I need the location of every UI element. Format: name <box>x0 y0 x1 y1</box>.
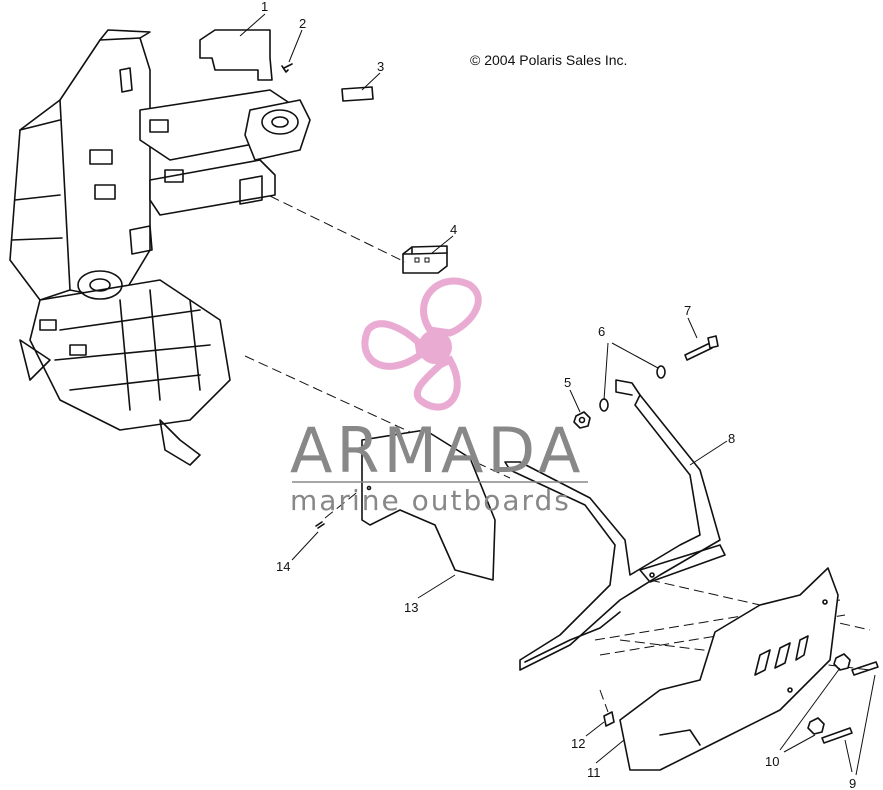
part-10-nuts <box>807 653 851 735</box>
copyright-notice: © 2004 Polaris Sales Inc. <box>470 52 627 68</box>
watermark-tagline: marine outboards <box>290 484 571 517</box>
vehicle-frame <box>9 29 311 466</box>
part-8-bumper <box>504 379 726 671</box>
part-4-block <box>402 245 448 274</box>
part-11-skid-plate <box>619 567 839 771</box>
callout-1: 1 <box>261 0 268 14</box>
callout-10: 10 <box>765 754 779 769</box>
callout-5: 5 <box>564 375 571 390</box>
part-7-bolt <box>684 335 719 361</box>
callout-4: 4 <box>450 222 457 237</box>
leader-lines <box>239 13 876 776</box>
callout-2: 2 <box>299 16 306 31</box>
part-13-flap <box>361 429 496 581</box>
assembly-line-e <box>599 689 609 713</box>
watermark-brand: ARMADA <box>290 414 584 487</box>
assembly-line-a <box>269 195 406 263</box>
assembly-line-f <box>324 489 361 519</box>
watermark-propeller-icon <box>361 277 482 411</box>
part-12-screw <box>603 711 615 727</box>
callout-6: 6 <box>598 324 605 339</box>
callout-9: 9 <box>849 776 856 790</box>
part-1-bracket <box>199 29 273 81</box>
part-5-nut <box>573 411 591 429</box>
callout-8: 8 <box>728 431 735 446</box>
callout-12: 12 <box>571 736 585 751</box>
callout-3: 3 <box>377 59 384 74</box>
part-9-bolts <box>821 661 879 744</box>
callout-14: 14 <box>276 559 290 574</box>
callout-13: 13 <box>404 600 418 615</box>
part-6-washers <box>599 365 666 412</box>
callout-7: 7 <box>684 303 691 318</box>
part-14-screw <box>315 521 325 529</box>
part-2-screw <box>281 63 293 73</box>
part-3-decal <box>341 86 374 102</box>
callout-11: 11 <box>587 765 601 780</box>
